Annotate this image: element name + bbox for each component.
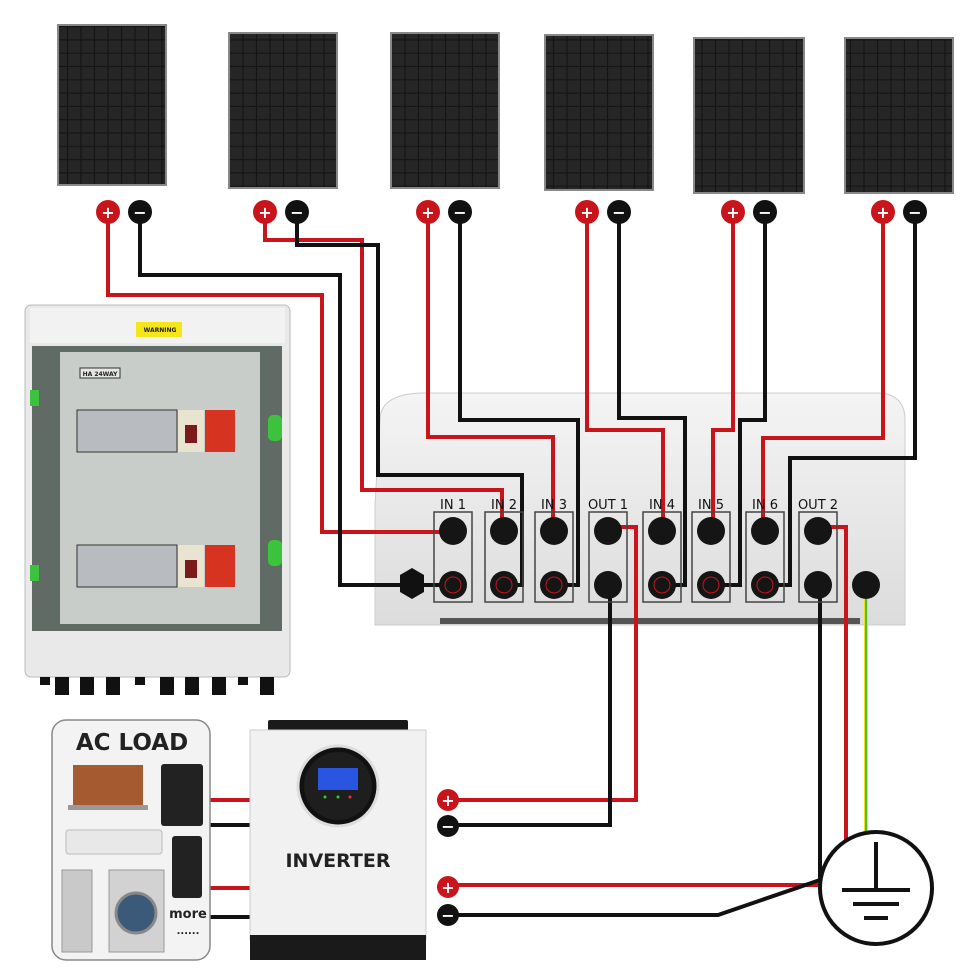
tablet-icon [161,764,203,826]
plus-terminal-icon: + [437,876,459,898]
inverter-lcd-screen [318,768,358,790]
negative-wires [138,212,917,919]
dc-distribution-box: WARNING HA 24WAY [24,304,291,695]
plus-terminal-icon: + [871,200,895,224]
svg-text:+: + [101,203,114,222]
phone-icon [172,836,202,898]
svg-text:+: + [441,878,454,897]
more-ellipsis: ...... [177,926,200,937]
inverter-label: INVERTER [285,850,390,872]
svg-text:−: − [133,203,146,222]
warning-text: WARNING [144,327,177,334]
warning-label [136,322,182,337]
svg-text:−: − [908,203,921,222]
plus-terminal-icon: + [416,200,440,224]
label-in4: IN 4 [649,498,675,513]
laptop-icon [68,765,148,810]
cable-glands [40,677,274,695]
minus-terminal-icon: − [128,200,152,224]
minus-terminal-icon: − [448,200,472,224]
solar-panel-4 [544,34,654,191]
positive-wires [106,212,885,890]
solar-panels [57,24,954,194]
svg-text:+: + [258,203,271,222]
svg-text:−: − [758,203,771,222]
plus-terminal-icon: + [253,200,277,224]
label-in3: IN 3 [541,498,567,513]
svg-text:−: − [453,203,466,222]
minus-terminal-icon: − [437,904,459,926]
svg-text:+: + [876,203,889,222]
plus-terminal-icon: + [96,200,120,224]
svg-text:−: − [612,203,625,222]
model-label: HA 24WAY [83,371,119,378]
svg-text:+: + [726,203,739,222]
svg-text:−: − [290,203,303,222]
ac-load-box: AC LOAD more ...... [51,719,211,961]
svg-text:+: + [441,791,454,810]
panel-terminals: + − + − + − + − + − + − + − + − [96,200,927,926]
svg-text:+: + [580,203,593,222]
solar-panel-1 [57,24,167,186]
breaker-row-1 [76,409,235,453]
more-label: more [169,907,207,922]
solar-panel-5 [693,37,805,194]
solar-panel-6 [844,37,954,194]
plus-terminal-icon: + [575,200,599,224]
label-in1: IN 1 [440,498,466,513]
air-conditioner-icon [65,829,163,855]
plus-terminal-icon: + [437,789,459,811]
solar-panel-2 [228,32,338,189]
svg-text:+: + [421,203,434,222]
svg-text:−: − [441,906,454,925]
combiner-connectors: IN 1 IN 2 IN 3 OUT 1 IN 4 IN 5 IN 6 OUT … [433,498,880,603]
label-in2: IN 2 [491,498,517,513]
label-in5: IN 5 [698,498,724,513]
washing-machine-icon [108,869,165,953]
plus-terminal-icon: + [721,200,745,224]
label-out2: OUT 2 [798,498,838,513]
minus-terminal-icon: − [607,200,631,224]
minus-terminal-icon: − [285,200,309,224]
refrigerator-icon [61,869,93,953]
minus-terminal-icon: − [903,200,927,224]
ac-load-title: AC LOAD [76,730,188,756]
svg-text:−: − [441,817,454,836]
inverter: INVERTER [249,720,427,960]
label-out1: OUT 1 [588,498,628,513]
label-in6: IN 6 [752,498,778,513]
ground-icon [818,830,934,946]
minus-terminal-icon: − [437,815,459,837]
solar-panel-3 [390,32,500,189]
minus-terminal-icon: − [753,200,777,224]
breaker-row-2 [76,544,235,588]
